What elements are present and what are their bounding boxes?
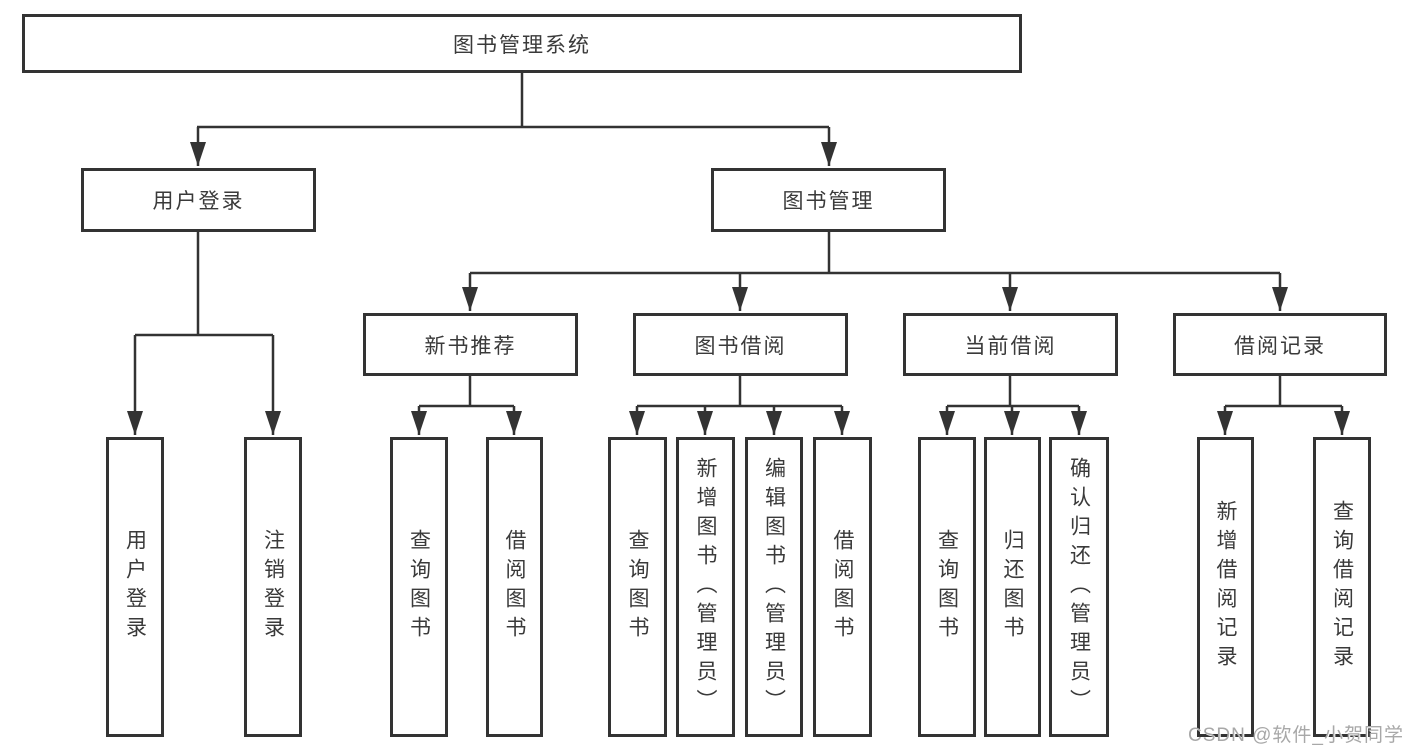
node-book-management: 图书管理 xyxy=(711,168,946,232)
node-book-management-label: 图书管理 xyxy=(782,190,875,213)
leaf-return-book: 归还图书 xyxy=(984,437,1041,737)
leaf-add-book-admin: 新增图书（管理员） xyxy=(676,437,735,737)
node-current-borrow-label: 当前借阅 xyxy=(964,334,1057,358)
leaf-borrow-books-recommend: 借阅图书 xyxy=(486,437,543,737)
node-current-borrow: 当前借阅 xyxy=(903,313,1118,376)
watermark: CSDN @软件_小贺同学 xyxy=(1188,725,1404,746)
node-book-borrow-label: 图书借阅 xyxy=(694,334,787,358)
leaf-query-books-recommend: 查询图书 xyxy=(390,437,448,737)
leaf-edit-book-admin: 编辑图书（管理员） xyxy=(745,437,803,737)
node-borrow-records-label: 借阅记录 xyxy=(1234,334,1326,358)
leaf-logout: 注销登录 xyxy=(244,437,302,737)
node-root-label: 图书管理系统 xyxy=(453,33,591,57)
node-book-borrow: 图书借阅 xyxy=(633,313,848,376)
leaf-query-books-current: 查询图书 xyxy=(918,437,976,737)
node-root: 图书管理系统 xyxy=(22,14,1022,73)
node-new-book-recommend-label: 新书推荐 xyxy=(424,334,517,358)
node-new-book-recommend: 新书推荐 xyxy=(363,313,578,376)
leaf-confirm-return-admin: 确认归还（管理员） xyxy=(1049,437,1109,737)
node-user-login: 用户登录 xyxy=(81,168,316,232)
leaf-query-borrow-record: 查询借阅记录 xyxy=(1313,437,1371,737)
leaf-borrow-books-2: 借阅图书 xyxy=(813,437,872,737)
leaf-query-books-borrow: 查询图书 xyxy=(608,437,667,737)
node-borrow-records: 借阅记录 xyxy=(1173,313,1387,376)
node-user-login-label: 用户登录 xyxy=(152,190,245,213)
leaf-user-login: 用户登录 xyxy=(106,437,164,737)
leaf-add-borrow-record: 新增借阅记录 xyxy=(1197,437,1254,737)
